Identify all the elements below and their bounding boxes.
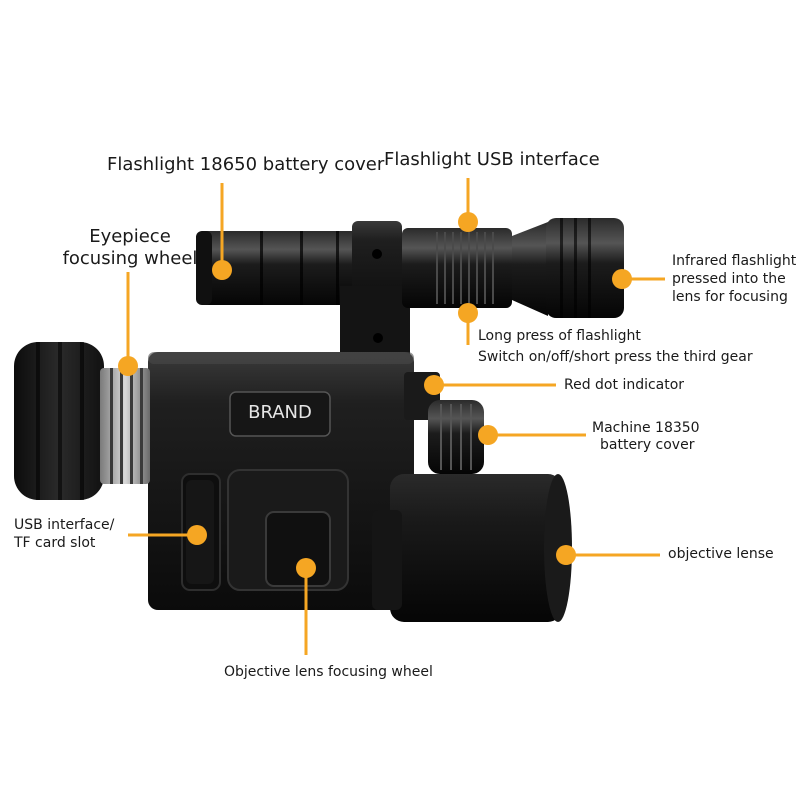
callout-lines [126,178,665,655]
label-machine-battery-line2: battery cover [600,437,695,453]
flashlight-neck [512,222,548,316]
flashlight [196,218,624,356]
right-assembly [372,372,572,622]
flashlight-grip-ridges [436,232,494,304]
objective-tube [390,474,562,622]
dot-infrared [612,269,632,289]
flashlight-end-cap [196,231,212,305]
label-long-press-line1: Long press of flashlight [478,328,641,344]
dot-long-press [458,303,478,323]
label-usb-tf-line2: TF card slot [14,535,96,551]
objective-focus-wheel [265,511,331,587]
objective-collar [372,510,402,610]
flashlight-head-rings [560,218,591,318]
label-eyepiece-line1: Eyepiece [89,226,171,247]
mount-bracket [340,286,410,356]
eyecup-folds [36,342,84,500]
flashlight-tube-rings [260,231,339,305]
label-infrared-line2: pressed into the [672,271,786,287]
dot-eyepiece [118,356,138,376]
label-infrared-line3: lens for focusing [672,289,788,305]
flashlight-battery-tube [196,231,366,305]
flashlight-switch-section [402,228,512,308]
label-eyepiece-line2: focusing wheel [62,248,198,269]
dot-objective-lense [556,545,576,565]
dot-usb-tf [187,525,207,545]
brand-label: BRAND [248,402,312,423]
label-infrared-line1: Infrared flashlight [672,253,797,269]
battery-cover-knurling [440,404,472,470]
label-machine-battery-line1: Machine 18350 [592,420,700,436]
label-objective-lense: objective lense [668,546,774,562]
mount-screw-hole [372,249,382,259]
callout-dots [118,212,632,578]
brand-plate [229,391,331,437]
bracket-screw-hole [373,333,383,343]
dot-usb-flashlight [458,212,478,232]
machine-battery-cover [428,400,484,474]
dot-battery-cover [212,260,232,280]
housing-top-edge [148,352,414,364]
dot-machine-battery [478,425,498,445]
label-battery-cover: Flashlight 18650 battery cover [107,154,385,175]
label-objective-focus: Objective lens focusing wheel [224,664,433,680]
flashlight-head [546,218,624,318]
eyepiece-assembly [14,342,150,500]
label-usb-flashlight: Flashlight USB interface [384,149,600,170]
dot-objective-focus [296,558,316,578]
objective-lens-rim [544,474,572,622]
label-long-press-line2: Switch on/off/short press the third gear [478,349,753,365]
eyepiece-knurling [110,368,143,484]
label-usb-tf-line1: USB interface/ [14,517,115,533]
label-red-dot: Red dot indicator [564,377,685,393]
dot-red-dot [424,375,444,395]
